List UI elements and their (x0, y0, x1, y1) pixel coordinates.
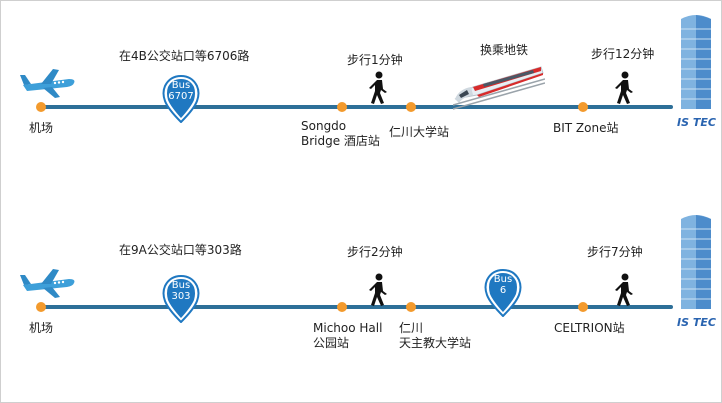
destination-label: IS TEC (677, 316, 716, 329)
office-building-icon (681, 15, 711, 109)
walking-person-icon (369, 71, 387, 104)
bus-pin-icon: Bus 303 (162, 274, 200, 324)
stop-marker (578, 102, 588, 112)
walk-note: 步行2分钟 (347, 245, 403, 259)
stop-marker (36, 102, 46, 112)
route-1: 机场 在4B公交站口等6706路 Bus 6707 步行1分钟 Songdo B… (1, 1, 721, 201)
walking-person-icon (615, 71, 633, 104)
subway-train-icon (453, 66, 545, 110)
stop-marker (578, 302, 588, 312)
stop-marker (337, 102, 347, 112)
route-line (41, 105, 673, 109)
office-building-icon (681, 215, 711, 309)
bus-pin-label: Bus (171, 280, 191, 291)
stop-label: Bridge 酒店站 (301, 134, 380, 148)
bus-pin-number: 6707 (168, 91, 194, 102)
walk-note: 步行1分钟 (347, 53, 403, 67)
bus-note: 在9A公交站口等303路 (119, 243, 242, 257)
stop-label: 天主教大学站 (399, 336, 472, 350)
route-2: 机场 在9A公交站口等303路 Bus 303 步行2分钟 Michoo Hal… (1, 201, 721, 401)
origin-label: 机场 (29, 321, 54, 335)
stop-label: 公园站 (313, 336, 350, 350)
walk-note: 步行7分钟 (587, 245, 643, 259)
stop-marker (36, 302, 46, 312)
bus-pin-number: 6 (499, 285, 507, 296)
bus-pin-label: Bus (171, 80, 191, 91)
origin-label: 机场 (29, 121, 54, 135)
stop-marker (406, 302, 416, 312)
bus-note: 在4B公交站口等6706路 (119, 49, 250, 63)
destination-label: IS TEC (677, 116, 716, 129)
bus-pin-icon: Bus 6707 (162, 74, 200, 124)
stop-label: 仁川 (399, 321, 424, 335)
stop-label: 仁川大学站 (389, 125, 450, 139)
route-line (41, 305, 673, 309)
walking-person-icon (369, 273, 387, 306)
airplane-icon (20, 269, 75, 298)
walk-note: 步行12分钟 (591, 47, 655, 61)
bus-pin-icon: Bus 6 (484, 268, 522, 318)
stop-marker (406, 102, 416, 112)
bus-pin-number: 303 (171, 291, 191, 302)
stop-label: Songdo (301, 119, 347, 133)
walking-person-icon (615, 273, 633, 306)
bus-pin-label: Bus (493, 274, 513, 285)
stop-label: BIT Zone站 (553, 121, 619, 135)
stop-label: CELTRION站 (554, 321, 625, 335)
stop-label: Michoo Hall (313, 321, 383, 335)
stop-marker (337, 302, 347, 312)
transfer-note: 换乘地铁 (480, 43, 529, 57)
airplane-icon (20, 69, 75, 98)
